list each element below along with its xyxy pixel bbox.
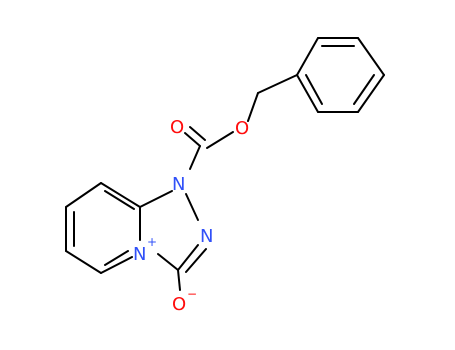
nitrogen-1-label: N bbox=[172, 174, 185, 195]
oxide-charge: − bbox=[187, 287, 197, 301]
nitrogen-cation-charge: + bbox=[147, 235, 157, 249]
nitrogen-cation-label: N bbox=[133, 244, 146, 265]
nitrogen-2-label: N bbox=[200, 226, 213, 247]
benzyl-linker bbox=[247, 74, 298, 122]
oxide-oxygen-label: O bbox=[172, 294, 186, 315]
triazole-ring bbox=[139, 190, 207, 273]
pyridine-ring bbox=[65, 182, 141, 274]
benzene-ring bbox=[296, 37, 385, 113]
ester-oxygen-label: O bbox=[235, 118, 249, 139]
oxide-bond bbox=[177, 269, 181, 291]
carbonyl-oxygen-label: O bbox=[170, 117, 184, 138]
ester-group bbox=[184, 126, 234, 170]
